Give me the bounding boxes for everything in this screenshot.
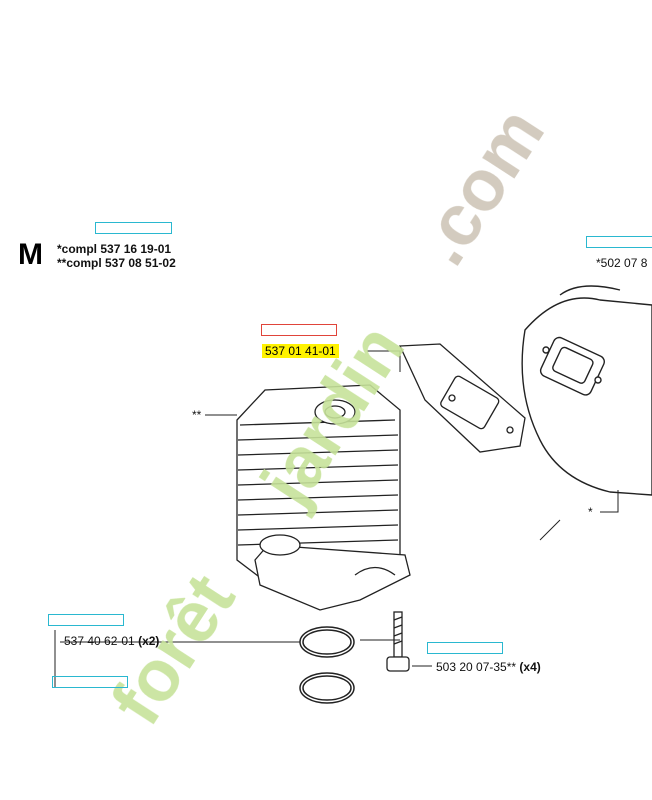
svg-text:.com: .com (401, 94, 560, 279)
bolt-part (386, 611, 410, 672)
section-letter: M (18, 238, 43, 271)
highlighted-part-number: 537 01 41-01 (262, 344, 339, 358)
piston-rings (299, 626, 355, 704)
cylinder-marker: ** (192, 408, 202, 422)
ring-part-number: 537 40 62-01 (x2) (64, 634, 159, 648)
leader-lines (54, 350, 619, 688)
muffler-marker: * (588, 505, 593, 519)
bolt-number: 503 20 07-35** (436, 660, 517, 674)
gasket-part (399, 343, 526, 453)
label-box (95, 222, 172, 234)
ring-qty: (x2) (138, 634, 160, 648)
compl-line-1: *compl 537 16 19-01 (57, 242, 172, 256)
label-box (52, 676, 128, 688)
label-box (48, 614, 124, 626)
label-box (261, 324, 337, 336)
compl-line-2: **compl 537 08 51-02 (57, 256, 176, 270)
muffler-part (521, 285, 652, 496)
bolt-qty: (x4) (519, 660, 541, 674)
ring-number: 537 40 62-01 (64, 634, 135, 648)
label-box (586, 236, 652, 248)
svg-text:forêt: forêt (96, 561, 250, 739)
label-box (427, 642, 503, 654)
bolt-part-number: 503 20 07-35** (x4) (436, 660, 541, 674)
cylinder-part (236, 384, 411, 611)
part-number-top-right: *502 07 8 (596, 256, 648, 270)
